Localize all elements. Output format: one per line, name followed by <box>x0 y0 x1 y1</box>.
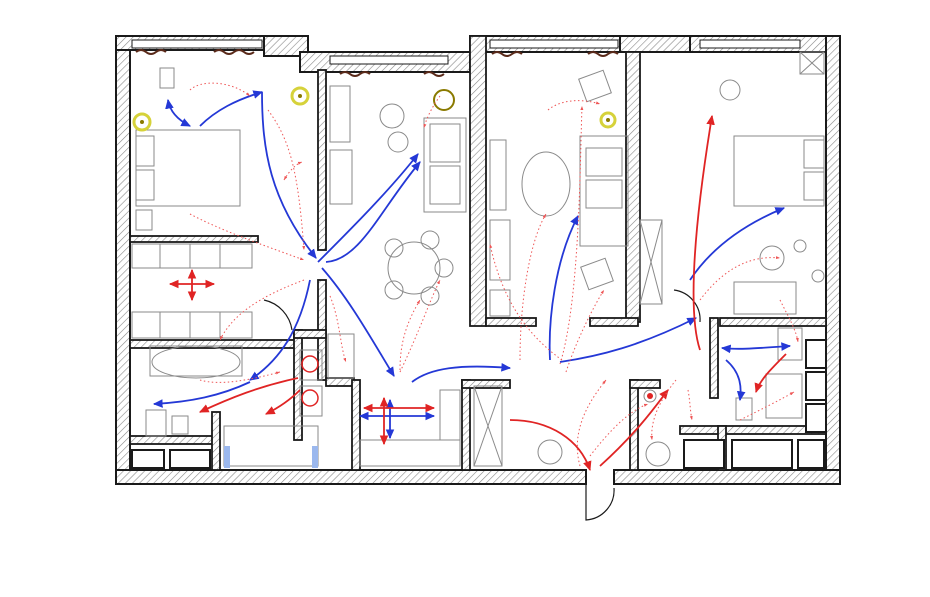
wall-int-h-bed2 <box>719 317 827 327</box>
wall-int-h-kitchen <box>325 377 355 387</box>
window-1 <box>131 39 263 49</box>
niche-6 <box>805 339 827 369</box>
wall-int-h-bath <box>129 339 301 349</box>
wall-int-v-bath <box>211 411 221 471</box>
sofa-1 <box>423 117 467 213</box>
wall-int-v-kitchen2 <box>461 379 471 471</box>
dryer <box>299 385 323 417</box>
bed-2 <box>733 135 825 207</box>
wall-bottom-right <box>613 469 841 485</box>
niche-7 <box>805 371 827 401</box>
curtain-icon <box>135 49 619 77</box>
niche-1 <box>131 449 165 469</box>
sofa-2 <box>579 135 629 247</box>
plant-icon <box>132 86 617 132</box>
kitchen-counter <box>327 333 355 379</box>
wall-int-v-bath2 <box>709 317 719 399</box>
wall-int-h-wc <box>293 329 327 339</box>
wardrobe-2 <box>131 311 253 339</box>
washer <box>299 349 323 381</box>
wall-bottom-left <box>115 469 587 485</box>
wall-top-2 <box>263 35 309 57</box>
interior-walls <box>129 35 827 471</box>
window-4 <box>699 39 801 49</box>
niche-5 <box>797 439 825 469</box>
wall-int-v-wc2 <box>629 379 639 471</box>
fixtures-accent <box>224 355 653 468</box>
wall-int-h-bath2 <box>129 435 219 445</box>
dining-table <box>387 241 441 295</box>
storage-niches <box>131 339 827 469</box>
window-3 <box>489 39 619 49</box>
niche-3 <box>683 439 725 469</box>
shower <box>223 425 319 467</box>
wall-int-v-wc <box>293 329 303 441</box>
furniture <box>131 51 825 467</box>
wall-int-vertical-b <box>469 35 487 327</box>
wall-int-h-hall <box>461 379 511 389</box>
shower-2 <box>765 373 803 419</box>
wall-right <box>825 35 841 475</box>
bed-1 <box>135 129 241 207</box>
armchair-2 <box>733 281 797 315</box>
wall-int-v-kitchen <box>351 379 361 471</box>
coffee-table <box>521 151 571 217</box>
wall-int-h-right-room2 <box>589 317 639 327</box>
wall-int-h-wc2 <box>629 379 661 389</box>
window-2 <box>329 55 449 65</box>
wall-int-h-right-room <box>485 317 537 327</box>
wall-int-vertical-a <box>317 69 327 251</box>
wall-int-h-closet <box>129 235 259 243</box>
niche-8 <box>805 403 827 433</box>
wardrobe-1 <box>131 243 253 269</box>
niche-4 <box>731 439 793 469</box>
circulation-dotted <box>189 82 799 467</box>
bathtub <box>151 345 241 379</box>
wall-int-h-bath2b <box>679 425 827 435</box>
circulation-red <box>168 114 787 472</box>
fridge <box>473 385 503 467</box>
circulation-blue <box>152 90 792 440</box>
wall-left <box>115 35 131 485</box>
niche-2 <box>169 449 211 469</box>
wall-top-5 <box>619 35 697 53</box>
